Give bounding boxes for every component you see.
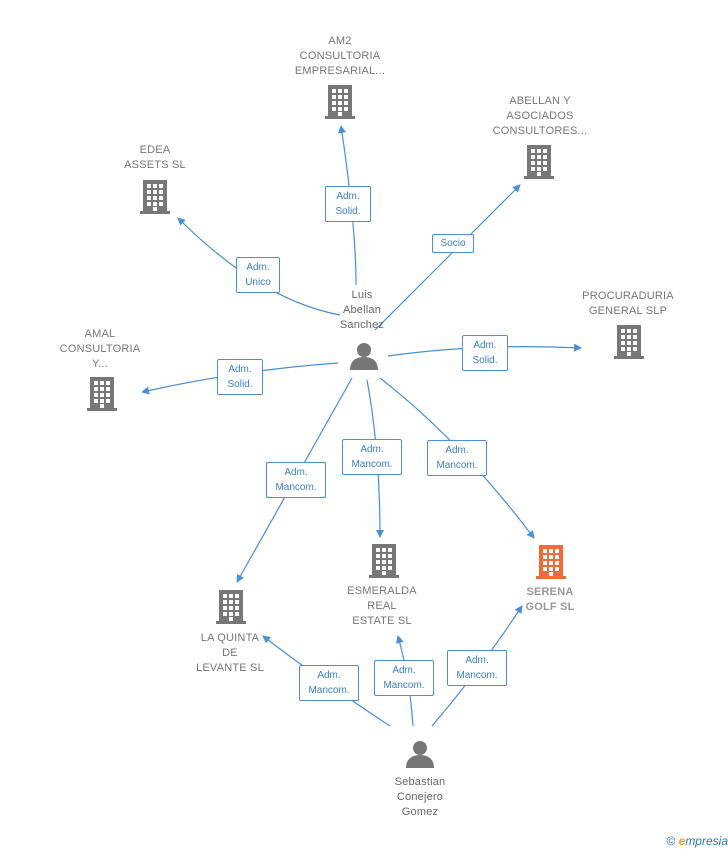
person-icon-sebastian[interactable]: [406, 741, 434, 768]
company-label-abellan[interactable]: ABELLAN Y ASOCIADOS CONSULTORES...: [492, 95, 588, 137]
person-icon-luis[interactable]: [350, 343, 378, 370]
person-label-luis[interactable]: Luis Abellan Sanchez: [339, 289, 385, 331]
edge-label-seb-esmeralda: Adm. Mancom.: [374, 660, 434, 696]
company-label-amal[interactable]: AMAL CONSULTORIA Y...: [59, 328, 141, 370]
edge-label-luis-abellan: Socio: [432, 234, 474, 253]
edge-label-luis-procuraduria: Adm. Solid.: [462, 335, 508, 371]
building-icon-edea[interactable]: [140, 180, 170, 214]
building-icon-procuraduria[interactable]: [614, 325, 644, 359]
edge-label-luis-quinta: Adm. Mancom.: [266, 462, 326, 498]
edge-label-seb-serena: Adm. Mancom.: [447, 650, 507, 686]
edge-label-luis-amal: Adm. Solid.: [217, 359, 263, 395]
building-icon-amal[interactable]: [87, 377, 117, 411]
building-icon-serena[interactable]: [536, 545, 566, 579]
company-label-serena[interactable]: SERENA GOLF SL: [525, 586, 575, 613]
building-icon-abellan[interactable]: [524, 145, 554, 179]
edge-label-seb-quinta: Adm. Mancom.: [299, 665, 359, 701]
building-icon-quinta[interactable]: [216, 590, 246, 624]
edge-luis-abellan: [374, 184, 521, 331]
brand-logo: empresia: [678, 834, 728, 848]
company-label-procuraduria[interactable]: PROCURADURIA GENERAL SLP: [582, 290, 674, 317]
edge-label-luis-am2: Adm. Solid.: [325, 186, 371, 222]
company-label-am2[interactable]: AM2 CONSULTORIA EMPRESARIAL...: [294, 35, 386, 77]
company-label-edea[interactable]: EDEA ASSETS SL: [124, 144, 186, 171]
building-icon-am2[interactable]: [325, 85, 355, 119]
edge-label-luis-serena: Adm. Mancom.: [427, 440, 487, 476]
person-label-sebastian[interactable]: Sebastian Conejero Gomez: [394, 776, 446, 818]
company-label-quinta[interactable]: LA QUINTA DE LEVANTE SL: [196, 632, 264, 674]
edge-label-luis-esmeralda: Adm. Mancom.: [342, 439, 402, 475]
building-icon-esmeralda[interactable]: [369, 544, 399, 578]
empresia-watermark: © empresia: [666, 834, 728, 848]
edge-label-luis-edea: Adm. Unico: [236, 257, 280, 293]
company-label-esmeralda[interactable]: ESMERALDA REAL ESTATE SL: [347, 585, 417, 627]
copyright-symbol: ©: [666, 834, 676, 848]
